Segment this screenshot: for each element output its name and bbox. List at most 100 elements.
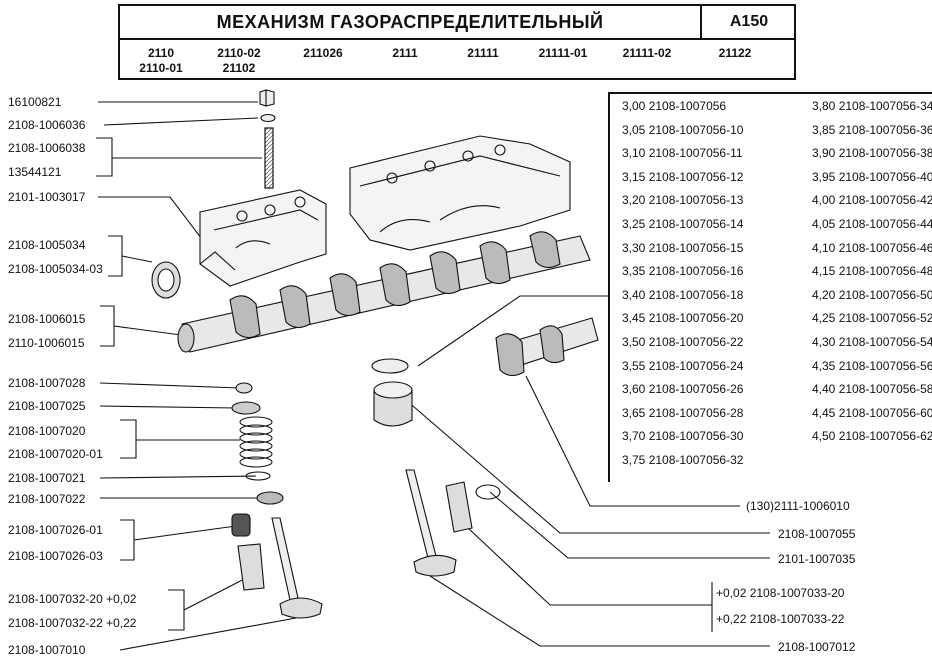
table-cell: 3,80 2108-1007056-34 bbox=[812, 99, 932, 113]
seal-ring-part bbox=[475, 484, 501, 500]
bracket-line bbox=[168, 589, 185, 631]
valve-guide-left-part bbox=[237, 543, 265, 591]
spring-retainer-part bbox=[231, 401, 261, 415]
table-cell: 4,10 2108-1007056-46 bbox=[812, 240, 932, 255]
camshaft-housing-left bbox=[199, 189, 327, 287]
title-row: МЕХАНИЗМ ГАЗОРАСПРЕДЕЛИТЕЛЬНЫЙ A150 bbox=[120, 6, 794, 40]
table-cell: 4,00 2108-1007056-42 bbox=[812, 193, 932, 208]
leader-line bbox=[417, 295, 608, 367]
nut-part bbox=[259, 89, 275, 107]
spring-seat-part bbox=[256, 491, 284, 505]
part-label: 2108-1007032-22 +0,22 bbox=[8, 616, 137, 630]
part-label: 2108-1007025 bbox=[8, 399, 86, 413]
table-cell: 3,20 2108-1007056-13 bbox=[622, 193, 744, 208]
part-label: 2108-1007026-03 bbox=[8, 549, 103, 563]
leader-line bbox=[183, 575, 251, 611]
washer-part bbox=[260, 113, 276, 123]
part-label: 2108-1007012 bbox=[778, 640, 856, 654]
part-label: 2108-1007032-20 +0,02 bbox=[8, 592, 137, 606]
part-label: 2108-1007010 bbox=[8, 643, 86, 657]
part-label: 2108-1006038 bbox=[8, 141, 86, 155]
table-cell: 3,45 2108-1007056-20 bbox=[622, 311, 744, 326]
bracket-line bbox=[120, 419, 137, 459]
camshaft-part bbox=[177, 231, 591, 353]
table-row: 3,25 2108-1007056-14 4,05 2108-1007056-44 bbox=[622, 217, 932, 231]
leader-line bbox=[121, 255, 153, 263]
title-divider bbox=[700, 6, 702, 38]
table-cell: 3,30 2108-1007056-15 bbox=[622, 240, 744, 255]
leader-line bbox=[113, 325, 189, 337]
table-row: 3,45 2108-1007056-20 4,25 2108-1007056-52 bbox=[622, 311, 932, 325]
model-code: 211026 bbox=[303, 46, 343, 60]
table-row: 3,75 2108-1007056-32 bbox=[622, 453, 812, 467]
table-cell: 4,25 2108-1007056-52 bbox=[812, 311, 932, 326]
table-cell: 4,05 2108-1007056-44 bbox=[812, 217, 932, 231]
table-cell: 3,35 2108-1007056-16 bbox=[622, 264, 744, 279]
part-label: 2108-1007026-01 bbox=[8, 523, 103, 537]
model-code: 21111-02 bbox=[622, 46, 672, 60]
camshaft-short-part bbox=[495, 317, 599, 377]
part-label: +0,22 2108-1007033-22 bbox=[716, 612, 845, 626]
table-cell: 4,15 2108-1007056-48 bbox=[812, 264, 932, 279]
table-cell: 4,30 2108-1007056-54 bbox=[812, 335, 932, 349]
part-label: 2101-1007035 bbox=[778, 552, 856, 566]
table-cell: 4,45 2108-1007056-60 bbox=[812, 405, 932, 420]
part-label: 2108-1007020 bbox=[8, 424, 86, 438]
table-row: 3,30 2108-1007056-15 4,10 2108-1007056-46 bbox=[622, 241, 932, 255]
leader-line bbox=[489, 491, 770, 559]
exhaust-valve-part bbox=[405, 469, 457, 577]
table-cell: 3,65 2108-1007056-28 bbox=[622, 405, 744, 420]
part-label: 2108-1005034 bbox=[8, 238, 86, 252]
bracket-line bbox=[100, 305, 115, 347]
part-label: 2108-1005034-03 bbox=[8, 262, 103, 276]
table-cell: 4,50 2108-1007056-62 bbox=[812, 429, 932, 444]
model-code: 21111 bbox=[467, 46, 499, 60]
leader-line bbox=[103, 117, 259, 126]
leader-line bbox=[429, 575, 770, 647]
model-code: 21122 bbox=[718, 46, 752, 60]
part-label: 2108-1007020-01 bbox=[8, 447, 103, 461]
leader-line bbox=[133, 525, 237, 541]
part-label: (130)2111-1006010 bbox=[746, 499, 850, 513]
leader-line bbox=[99, 405, 237, 409]
part-label: 2108-1006015 bbox=[8, 312, 86, 326]
table-cell: 3,85 2108-1007056-36 bbox=[812, 122, 932, 137]
part-label: 2110-1006015 bbox=[8, 336, 85, 350]
leader-line bbox=[119, 617, 297, 651]
part-label: 2108-1007021 bbox=[8, 471, 86, 485]
part-label: 2108-1006036 bbox=[8, 118, 86, 132]
table-row: 3,20 2108-1007056-13 4,00 2108-1007056-42 bbox=[622, 193, 932, 207]
table-cell: 3,05 2108-1007056-10 bbox=[622, 122, 744, 137]
page-title: МЕХАНИЗМ ГАЗОРАСПРЕДЕЛИТЕЛЬНЫЙ bbox=[216, 12, 604, 32]
bracket-line bbox=[96, 137, 113, 177]
table-row: 3,05 2108-1007056-10 3,85 2108-1007056-36 bbox=[622, 123, 932, 137]
table-cell: 3,25 2108-1007056-14 bbox=[622, 217, 744, 231]
table-cell: 3,40 2108-1007056-18 bbox=[622, 287, 744, 302]
header-box: МЕХАНИЗМ ГАЗОРАСПРЕДЕЛИТЕЛЬНЫЙ A150 2110… bbox=[118, 4, 796, 80]
leader-line bbox=[99, 475, 257, 479]
model-code: 2111 bbox=[392, 46, 418, 60]
part-label: 2108-1007055 bbox=[778, 527, 856, 541]
valve-spring-part bbox=[239, 416, 273, 481]
table-row: 3,35 2108-1007056-16 4,15 2108-1007056-48 bbox=[622, 264, 932, 278]
table-cell: 3,55 2108-1007056-24 bbox=[622, 358, 744, 373]
table-cell: 3,95 2108-1007056-40 bbox=[812, 169, 932, 184]
valve-guide-right-part bbox=[445, 481, 473, 533]
part-label: 13544121 bbox=[8, 165, 62, 179]
table-cell: 4,40 2108-1007056-58 bbox=[812, 382, 932, 397]
table-cell: 3,70 2108-1007056-30 bbox=[622, 429, 744, 444]
table-cell: 3,75 2108-1007056-32 bbox=[622, 453, 744, 467]
catalog-code: A150 bbox=[729, 13, 769, 30]
table-cell: 3,10 2108-1007056-11 bbox=[622, 146, 743, 161]
